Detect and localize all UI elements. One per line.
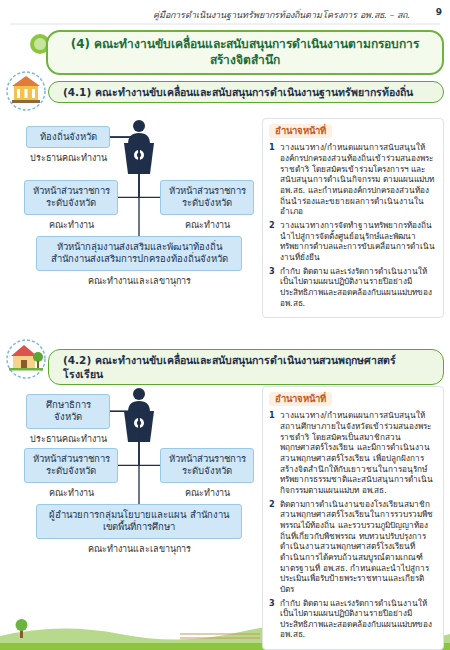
position-title: ท้องถิ่นจังหวัด — [40, 131, 97, 142]
building-icon — [17, 89, 20, 98]
item-number: 2 — [269, 220, 280, 263]
duty-item: 3กำกับ ติดตาม และเร่งรัดการดำเนินงานให้เ… — [269, 266, 436, 309]
duties-heading: อำนาจหน้าที่ — [269, 124, 332, 138]
org-box: หัวหน้ากลุ่มงานส่งเสริมและพัฒนาท้องถิ่น … — [36, 236, 242, 271]
duty-item: 3กำกับ ติดตาม และเร่งรัดการดำเนินงานให้เ… — [269, 598, 436, 641]
header-rule — [10, 24, 440, 25]
section-heading: (4.2) คณะทำงานขับเคลื่อนและสนับสนุนการดำ… — [48, 349, 444, 385]
org-box: ศึกษาธิการจังหวัด — [26, 394, 110, 429]
section-heading: (4.1) คณะทำงานขับเคลื่อนและสนับสนุนการดำ… — [48, 81, 444, 103]
role-caption: คณะทำงานและเลขานุการ — [36, 274, 242, 288]
role-caption: คณะทำงาน — [24, 218, 118, 232]
school-icon — [13, 356, 35, 368]
role-caption: ประธานคณะทำงาน — [26, 432, 110, 446]
title-leaf — [34, 38, 46, 50]
school-icon — [21, 360, 27, 368]
school-icon — [33, 352, 43, 362]
duty-text: กำกับ ติดตาม และเร่งรัดการดำเนินงานให้เป… — [280, 598, 436, 641]
position-title: หัวหน้าส่วนราชการ ระดับจังหวัด — [169, 185, 246, 208]
org-node: ผู้อำนวยการกลุ่มนโยบายและแผน สำนักงานเขต… — [36, 504, 242, 556]
position-title: หัวหน้ากลุ่มงานส่งเสริมและพัฒนาท้องถิ่น … — [51, 241, 228, 264]
building-icon — [7, 72, 45, 110]
duty-item: 2วางแนวทางการจัดทำฐานทรัพยากรท้องถิ่น นำ… — [269, 220, 436, 263]
duties-panel: อำนาจหน้าที่ 1วางแนวทาง/กำหนดแผนการสนับสน… — [262, 386, 444, 650]
org-node: ท้องถิ่นจังหวัดประธานคณะทำงาน — [26, 126, 110, 165]
duty-text: วางแนวทาง/กำหนดแผนการสนับสนุนให้สถานศึกษ… — [280, 410, 436, 495]
section-title: (4) คณะทำงานขับเคลื่อนและสนับสนุนการดำเน… — [46, 30, 444, 75]
school-icon — [7, 340, 45, 378]
role-caption: คณะทำงาน — [160, 486, 254, 500]
building-icon — [14, 86, 38, 100]
building-icon — [7, 72, 45, 110]
org-box: หัวหน้าส่วนราชการ ระดับจังหวัด — [160, 180, 254, 215]
page-number: 9 — [418, 7, 442, 17]
duty-text: วางแนวทางการจัดทำฐานทรัพยากรท้องถิ่น นำไ… — [280, 220, 436, 263]
duty-text: ติดตามการดำเนินงานของโรงเรียนสมาชิกสวนพฤ… — [280, 499, 436, 595]
duties-panel: อำนาจหน้าที่ 1วางแนวทาง/กำหนดแผนการสนับสน… — [262, 118, 444, 318]
duty-item: 1วางแนวทาง/กำหนดแผนการสนับสนุนให้องค์กรป… — [269, 142, 436, 217]
school-icon — [7, 340, 45, 378]
org-box: ผู้อำนวยการกลุ่มนโยบายและแผน สำนักงานเขต… — [36, 504, 242, 539]
position-title: หัวหน้าส่วนราชการ ระดับจังหวัด — [169, 453, 246, 476]
item-number: 1 — [269, 410, 280, 495]
building-icon — [12, 100, 40, 103]
podium-figure — [133, 388, 145, 400]
ground-scene — [180, 634, 260, 638]
item-number: 3 — [269, 598, 280, 641]
building-icon — [32, 89, 35, 98]
building-icon — [25, 89, 28, 98]
position-title: ผู้อำนวยการกลุ่มนโยบายและแผน สำนักงานเขต… — [49, 509, 228, 532]
podium-figure — [128, 401, 150, 412]
item-number: 3 — [269, 266, 280, 309]
role-caption: คณะทำงาน — [24, 486, 118, 500]
item-number: 2 — [269, 499, 280, 595]
podium-figure — [133, 120, 145, 132]
org-node: หัวหน้าส่วนราชการ ระดับจังหวัดคณะทำงาน — [160, 180, 254, 232]
duties-heading: อำนาจหน้าที่ — [269, 392, 332, 406]
org-box: หัวหน้าส่วนราชการ ระดับจังหวัด — [24, 180, 118, 215]
role-caption: คณะทำงานและเลขานุการ — [36, 542, 242, 556]
duty-item: 1วางแนวทาง/กำหนดแผนการสนับสนุนให้สถานศึก… — [269, 410, 436, 495]
org-node: หัวหน้ากลุ่มงานส่งเสริมและพัฒนาท้องถิ่น … — [36, 236, 242, 288]
role-caption: ประธานคณะทำงาน — [26, 151, 110, 165]
duty-text: วางแนวทาง/กำหนดแผนการสนับสนุนให้องค์กรปก… — [280, 142, 436, 217]
school-icon — [9, 368, 43, 371]
ground-scene — [16, 619, 28, 631]
org-box: หัวหน้าส่วนราชการ ระดับจังหวัด — [24, 448, 118, 483]
building-icon — [12, 76, 40, 86]
org-box: หัวหน้าส่วนราชการ ระดับจังหวัด — [160, 448, 254, 483]
role-caption: คณะทำงาน — [160, 218, 254, 232]
duty-text: กำกับ ติดตาม และเร่งรัดการดำเนินงานให้เป… — [280, 266, 436, 309]
duty-item: 2ติดตามการดำเนินงานของโรงเรียนสมาชิกสวนพ… — [269, 499, 436, 595]
heading-text: (4.1) คณะทำงานขับเคลื่อนและสนับสนุนการดำ… — [63, 86, 413, 98]
position-title: หัวหน้าส่วนราชการ ระดับจังหวัด — [33, 185, 110, 208]
heading-text: (4.2) คณะทำงานขับเคลื่อนและสนับสนุนการดำ… — [63, 354, 396, 380]
school-icon — [11, 345, 37, 356]
position-title: หัวหน้าส่วนราชการ ระดับจังหวัด — [33, 453, 110, 476]
org-node: หัวหน้าส่วนราชการ ระดับจังหวัดคณะทำงาน — [160, 448, 254, 500]
org-box: ท้องถิ่นจังหวัด — [26, 126, 110, 148]
org-node: ศึกษาธิการจังหวัดประธานคณะทำงาน — [26, 394, 110, 446]
item-number: 1 — [269, 142, 280, 217]
running-header: คู่มือการดำเนินงานฐานทรัพยากรท้องถิ่นตาม… — [120, 8, 410, 22]
org-node: หัวหน้าส่วนราชการ ระดับจังหวัดคณะทำงาน — [24, 180, 118, 232]
position-title: ศึกษาธิการจังหวัด — [46, 399, 91, 422]
org-node: หัวหน้าส่วนราชการ ระดับจังหวัดคณะทำงาน — [24, 448, 118, 500]
school-icon — [37, 361, 39, 368]
